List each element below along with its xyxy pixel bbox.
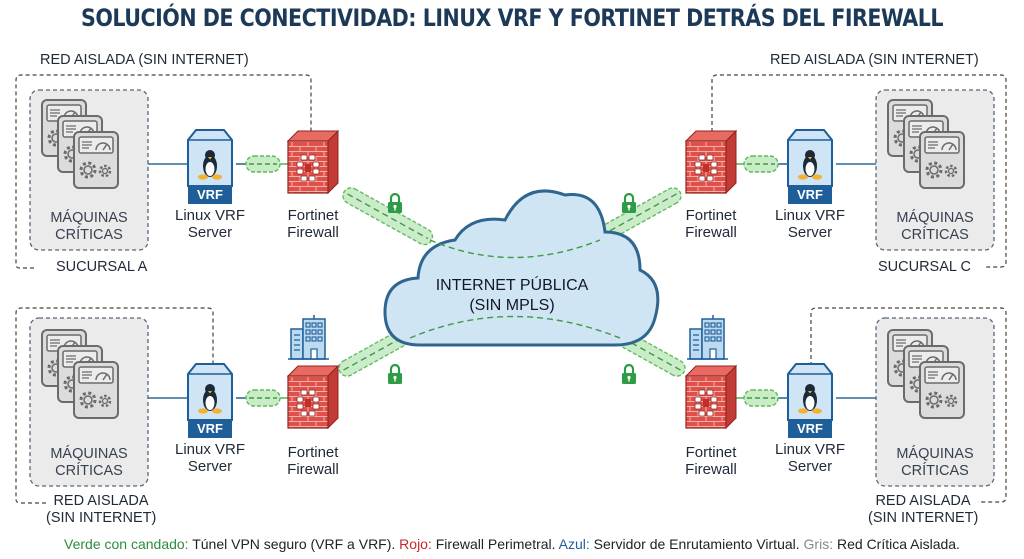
vrf-label-line2: Server xyxy=(787,458,833,475)
legend: Verde con candado: Túnel VPN seguro (VRF… xyxy=(0,536,1024,552)
network-label-line2: (SIN INTERNET) xyxy=(46,510,157,526)
machines-label-line2: CRÍTICAS xyxy=(901,227,969,243)
vrf-server-label: Linux VRF Server xyxy=(760,441,860,475)
fortinet-firewall-icon xyxy=(287,130,339,194)
machines-label: MÁQUINAS CRÍTICAS xyxy=(30,210,148,244)
site-bottom-left xyxy=(15,307,433,504)
lock-icon xyxy=(386,363,404,386)
network-label-top-right: RED AISLADA (SIN INTERNET) xyxy=(770,52,979,68)
network-label-line2: (SIN INTERNET) xyxy=(868,510,979,526)
firewall-label-line2: Firewall xyxy=(685,461,737,478)
vrf-badge: VRF xyxy=(797,187,823,202)
machines-label: MÁQUINAS CRÍTICAS xyxy=(876,210,994,244)
firewall-label: Fortinet Firewall xyxy=(263,207,363,241)
machines-label-line1: MÁQUINAS xyxy=(896,446,974,462)
firewall-label-line1: Fortinet xyxy=(287,444,339,461)
legend-gray-key: Gris: xyxy=(803,536,834,552)
machines-label: MÁQUINAS CRÍTICAS xyxy=(876,446,994,480)
network-label-line1: RED AISLADA xyxy=(875,493,971,509)
vrf-server-label: Linux VRF Server xyxy=(160,207,260,241)
machines-label-line2: CRÍTICAS xyxy=(55,463,123,479)
short-vpn-tunnel xyxy=(245,155,281,173)
machines-label-line1: MÁQUINAS xyxy=(50,446,128,462)
machines-label-line1: MÁQUINAS xyxy=(896,210,974,226)
vrf-label-line2: Server xyxy=(187,458,233,475)
vrf-label-line1: Linux VRF xyxy=(174,441,246,458)
firewall-label-line2: Firewall xyxy=(685,224,737,241)
isolated-network-boundary xyxy=(15,307,214,504)
network-label-bottom-left: RED AISLADA (SIN INTERNET) xyxy=(46,493,156,527)
firewall-label-line2: Firewall xyxy=(287,461,339,478)
cloud-label-line2: (SIN MPLS) xyxy=(469,297,555,314)
fortinet-firewall-icon xyxy=(685,365,737,429)
legend-green-key: Verde con candado: xyxy=(64,536,189,552)
site-label-sucursal-c: SUCURSAL C xyxy=(878,259,971,275)
site-bottom-right xyxy=(591,307,1007,503)
site-top-right xyxy=(587,74,1007,268)
vrf-badge: VRF xyxy=(197,187,223,202)
vrf-label-line2: Server xyxy=(187,224,233,241)
firewall-label: Fortinet Firewall xyxy=(661,444,761,478)
network-label-line1: RED AISLADA xyxy=(53,493,149,509)
short-vpn-tunnel xyxy=(743,389,779,407)
vrf-label-line1: Linux VRF xyxy=(774,207,846,224)
machines-label-line2: CRÍTICAS xyxy=(55,227,123,243)
legend-blue-text: Servidor de Enrutamiento Virtual. xyxy=(589,536,804,552)
page-title: SOLUCIÓN DE CONECTIVIDAD: LINUX VRF Y FO… xyxy=(80,4,944,32)
cloud-label-line1: INTERNET PÚBLICA xyxy=(435,277,589,294)
legend-blue-key: Azul: xyxy=(558,536,590,552)
legend-green-text: Túnel VPN seguro (VRF a VRF). xyxy=(188,536,400,552)
vrf-label-line1: Linux VRF xyxy=(774,441,846,458)
vrf-label-line2: Server xyxy=(787,224,833,241)
site-label-sucursal-a: SUCURSAL A xyxy=(56,259,148,275)
short-vpn-tunnel xyxy=(743,155,779,173)
network-label-top-left: RED AISLADA (SIN INTERNET) xyxy=(40,52,249,68)
isolated-network-boundary xyxy=(810,307,1007,503)
legend-red-key: Rojo: xyxy=(399,536,432,552)
firewall-label: Fortinet Firewall xyxy=(263,444,363,478)
site-top-left xyxy=(15,74,437,269)
lock-icon xyxy=(386,192,404,215)
vrf-label-line1: Linux VRF xyxy=(174,207,246,224)
vrf-badge: VRF xyxy=(197,421,223,436)
fortinet-firewall-icon xyxy=(685,130,737,194)
isolated-network-boundary xyxy=(15,74,312,269)
vrf-badge: VRF xyxy=(797,421,823,436)
firewall-label-line2: Firewall xyxy=(287,224,339,241)
vrf-server-label: Linux VRF Server xyxy=(760,207,860,241)
fortinet-firewall-icon xyxy=(287,365,339,429)
building-icon xyxy=(287,314,330,360)
cloud-label: INTERNET PÚBLICA (SIN MPLS) xyxy=(412,276,612,316)
tunnel-path-top xyxy=(429,239,601,259)
firewall-label-line1: Fortinet xyxy=(287,207,339,224)
lock-icon xyxy=(620,363,638,386)
vrf-server-label: Linux VRF Server xyxy=(160,441,260,475)
lock-icon xyxy=(620,192,638,215)
short-vpn-tunnel xyxy=(245,389,281,407)
legend-gray-text: Red Crítica Aislada. xyxy=(833,536,960,552)
building-icon xyxy=(686,314,729,360)
firewall-label-line1: Fortinet xyxy=(685,207,737,224)
firewall-label: Fortinet Firewall xyxy=(661,207,761,241)
firewall-label-line1: Fortinet xyxy=(685,444,737,461)
machines-label-line1: MÁQUINAS xyxy=(50,210,128,226)
network-label-bottom-right: RED AISLADA (SIN INTERNET) xyxy=(868,493,978,527)
machines-label-line2: CRÍTICAS xyxy=(901,463,969,479)
legend-red-text: Firewall Perimetral. xyxy=(431,536,559,552)
internet-cloud xyxy=(383,189,660,347)
machines-label: MÁQUINAS CRÍTICAS xyxy=(30,446,148,480)
